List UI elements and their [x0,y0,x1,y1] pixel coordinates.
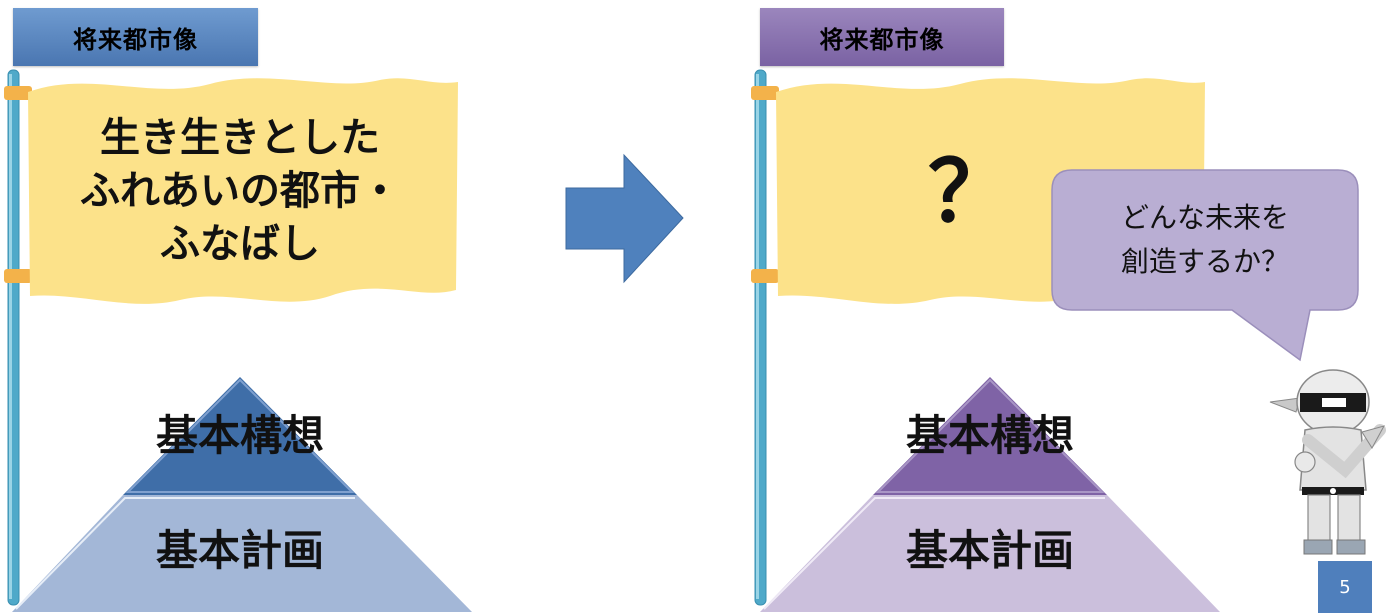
right-pyramid-bottom-label: 基本計画 [905,526,1074,575]
flag-line: 生き生きとした [100,115,380,161]
left-flag-banner [28,78,458,304]
speech-bubble-icon [1051,169,1359,362]
flag-line: ふなばし [160,221,320,267]
left-flag-text: 生き生きとした ふれあいの都市・ ふなばし [60,112,420,271]
left-flag-pole-icon [4,69,32,606]
right-vision-tag: 将来都市像 [760,8,1004,66]
right-pyramid [760,377,1220,612]
left-pyramid [12,377,472,612]
page-number: 5 [1318,561,1372,613]
right-arrow-icon [565,153,684,284]
flag-line: ふれあいの都市・ [80,168,400,214]
ninja-character-icon [1269,369,1386,555]
right-flag-pole-icon [751,69,779,606]
left-vision-tag: 将来都市像 [13,8,258,66]
left-pyramid-bottom-label: 基本計画 [155,526,324,575]
right-flag-question-mark: ？ [927,143,1012,241]
bubble-line: 創造するか？ [1120,245,1289,278]
speech-bubble-text: どんな未来を 創造するか？ [1070,196,1340,284]
bubble-line: どんな未来を [1120,201,1289,234]
right-pyramid-top-label: 基本構想 [905,411,1074,460]
left-pyramid-top-label: 基本構想 [155,411,324,460]
